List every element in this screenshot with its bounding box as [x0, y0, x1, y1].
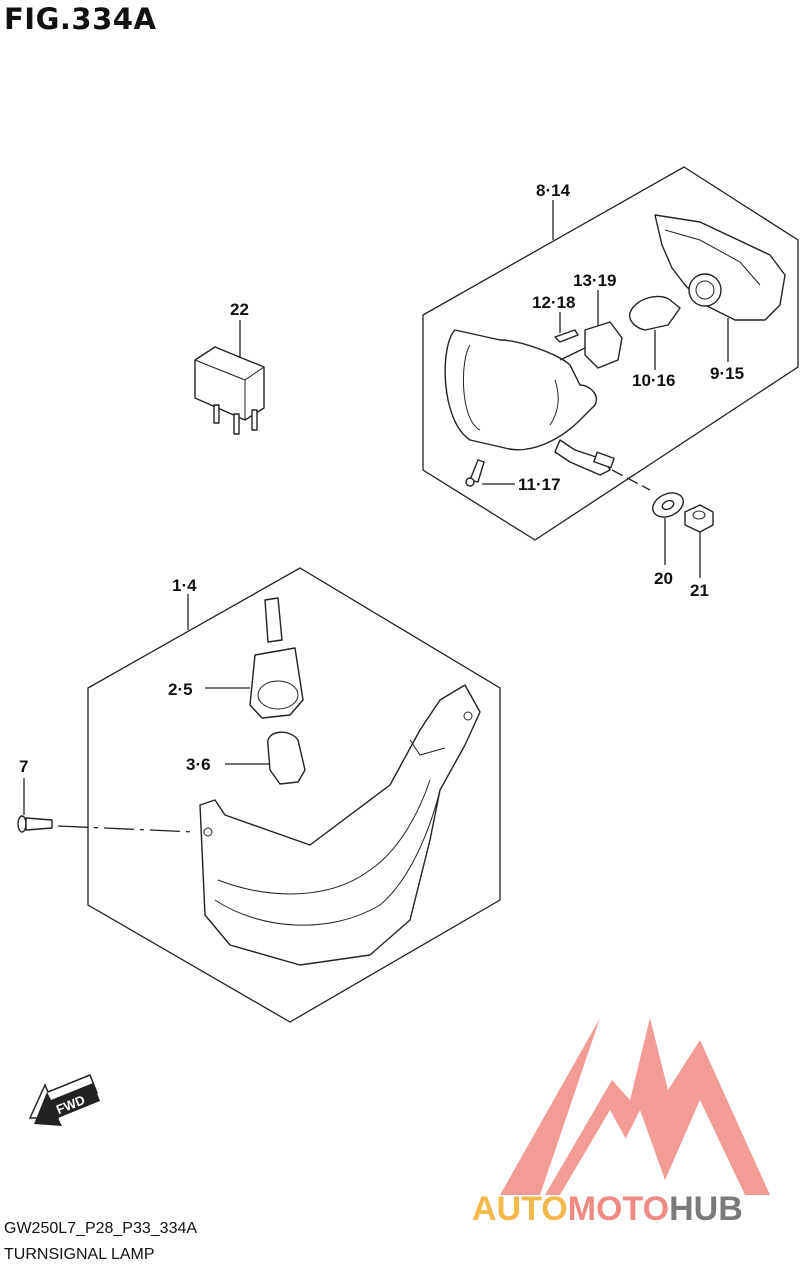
screw-12-18 — [554, 329, 579, 343]
figure-caption: TURNSIGNAL LAMP — [4, 1246, 155, 1263]
rear-lamp-lens — [444, 329, 597, 451]
callout-11-17: 11·17 — [518, 475, 561, 494]
callout-7: 7 — [19, 757, 28, 776]
screw-11-17 — [469, 459, 485, 483]
watermark-moto: MOTO — [568, 1190, 669, 1228]
fwd-arrow-icon: FWD — [28, 1074, 100, 1126]
rear-lamp-stem — [554, 439, 611, 476]
relay-22 — [194, 346, 265, 435]
watermark-auto: AUTO — [472, 1190, 568, 1228]
callout-13-19: 13·19 — [573, 271, 616, 290]
reference-code: GW250L7_P28_P33_334A — [4, 1220, 198, 1237]
callout-21: 21 — [690, 581, 709, 600]
callout-10-16: 10·16 — [632, 371, 675, 390]
callout-20: 20 — [654, 569, 673, 588]
callout-12-18: 12·18 — [532, 293, 575, 312]
callout-2-5: 2·5 — [168, 680, 193, 699]
callout-8-14: 8·14 — [536, 181, 571, 200]
socket-2-5 — [249, 597, 304, 719]
watermark-logo — [500, 1018, 770, 1195]
callout-1-4: 1·4 — [172, 576, 197, 595]
upper-assembly-box — [422, 166, 799, 541]
bulb-socket-13-19 — [584, 321, 623, 369]
callout-9-15: 9·15 — [710, 364, 744, 383]
screw-7 — [17, 815, 53, 833]
watermark-text: AUTOMOTOHUB — [472, 1190, 743, 1228]
callout-3-6: 3·6 — [186, 755, 211, 774]
watermark-hub: HUB — [669, 1190, 743, 1228]
figure-title: FIG.334A — [4, 2, 157, 36]
bulb-3-6 — [267, 731, 306, 785]
callout-22: 22 — [230, 300, 249, 319]
lamp-housing-9-15 — [654, 214, 786, 321]
front-lamp-housing — [199, 684, 481, 966]
lower-assembly-box — [87, 567, 501, 1023]
bulb-10-16 — [628, 295, 681, 331]
